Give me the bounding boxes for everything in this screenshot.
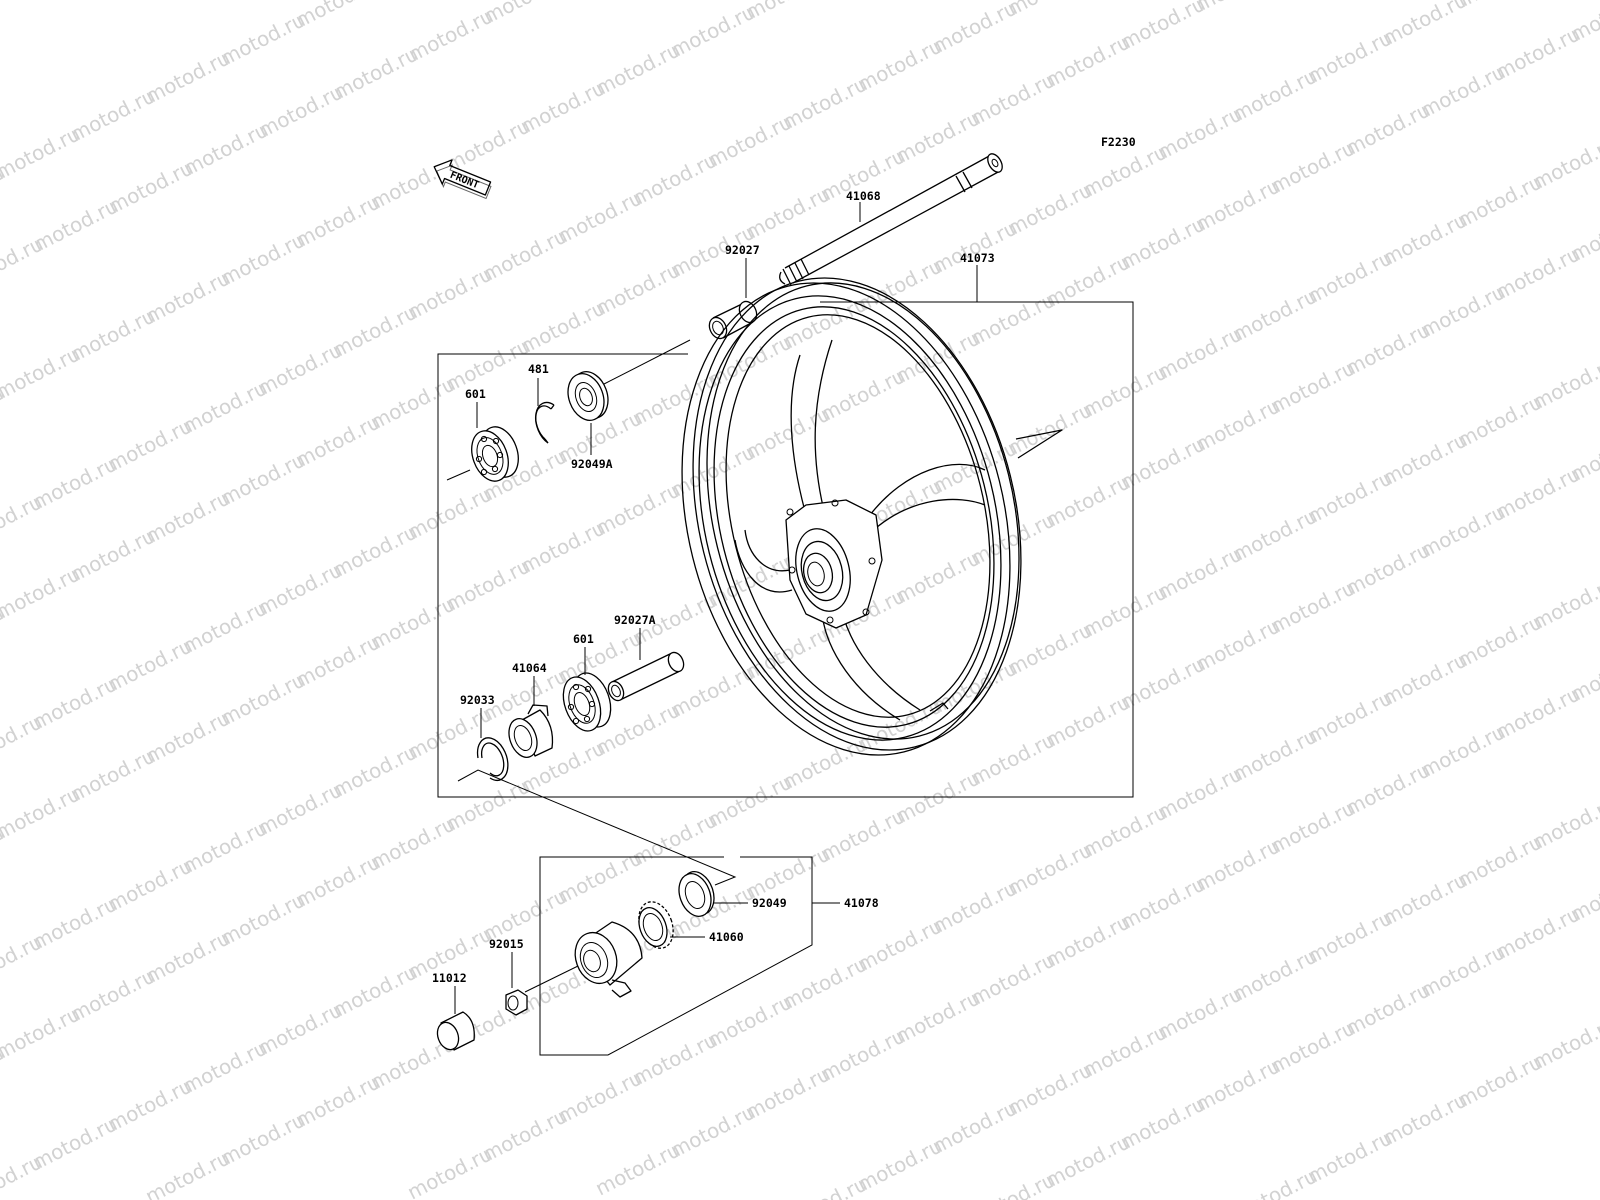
bearing-right-part — [562, 672, 612, 732]
label-nut: 92015 — [489, 937, 524, 951]
label-cap: 11012 — [432, 971, 467, 985]
bearing-left-part — [471, 426, 519, 482]
circlip-part — [534, 401, 555, 444]
axle-part — [779, 153, 1003, 286]
label-seal-right: 92049 — [752, 896, 787, 910]
label-axle: 41068 — [846, 189, 881, 203]
watermark-text: motod.ru — [291, 0, 384, 32]
label-bearing-left: 601 — [465, 387, 486, 401]
watermark-text: motod.ru — [479, 0, 572, 28]
figure-code: F2230 — [1101, 135, 1136, 149]
label-bearing-right: 601 — [573, 632, 594, 646]
hub-box-outline — [539, 856, 813, 1056]
cap-part — [436, 1011, 475, 1051]
seal-left-part — [567, 371, 609, 421]
wheel-box-outline — [437, 301, 1134, 798]
label-circlip: 481 — [528, 362, 549, 376]
watermark-text: motod.ru — [1528, 571, 1600, 634]
nut-part — [505, 989, 528, 1016]
label-collar-inner: 92027A — [614, 613, 656, 627]
seal-right-part — [678, 871, 715, 917]
gear-part — [638, 901, 674, 949]
watermark-text: motod.ru — [1566, 643, 1600, 706]
collar-inner-part — [607, 651, 685, 702]
snap-ring-part — [476, 737, 509, 781]
watermark-text: motod.ru — [1003, 0, 1096, 20]
bearing-balls — [475, 435, 504, 476]
watermark-text: motod.ru — [1528, 131, 1600, 194]
label-collar: 92027 — [725, 243, 760, 257]
watermark-text: motod.ru — [928, 0, 1021, 58]
gear-housing-part — [574, 921, 643, 998]
label-wheel: 41073 — [960, 251, 995, 265]
watermark-text: motod.ru — [1378, 0, 1471, 50]
coupling-part — [508, 704, 554, 758]
watermark-text: motod.ru — [1566, 423, 1600, 486]
watermark-text: motod.ru — [1528, 1011, 1600, 1074]
watermark-text: motod.ru — [1116, 0, 1209, 54]
watermark-text: motod.ru — [1566, 203, 1600, 266]
watermark-text: motod.ru — [1528, 791, 1600, 854]
watermark-text: motod.ru — [1566, 863, 1600, 926]
watermark-text: motod.ru — [1528, 351, 1600, 414]
watermark-text: motod.ru — [1453, 0, 1546, 12]
label-seal-left: 92049A — [571, 457, 613, 471]
wheel-part — [681, 277, 1063, 756]
label-gear-assy: 41078 — [844, 896, 879, 910]
label-snap-ring: 92033 — [460, 693, 495, 707]
watermark-text: motod.ru — [1191, 0, 1284, 16]
label-gear: 41060 — [709, 930, 744, 944]
label-coupling: 41064 — [512, 661, 547, 675]
watermark-text: motod.ru — [741, 0, 834, 24]
